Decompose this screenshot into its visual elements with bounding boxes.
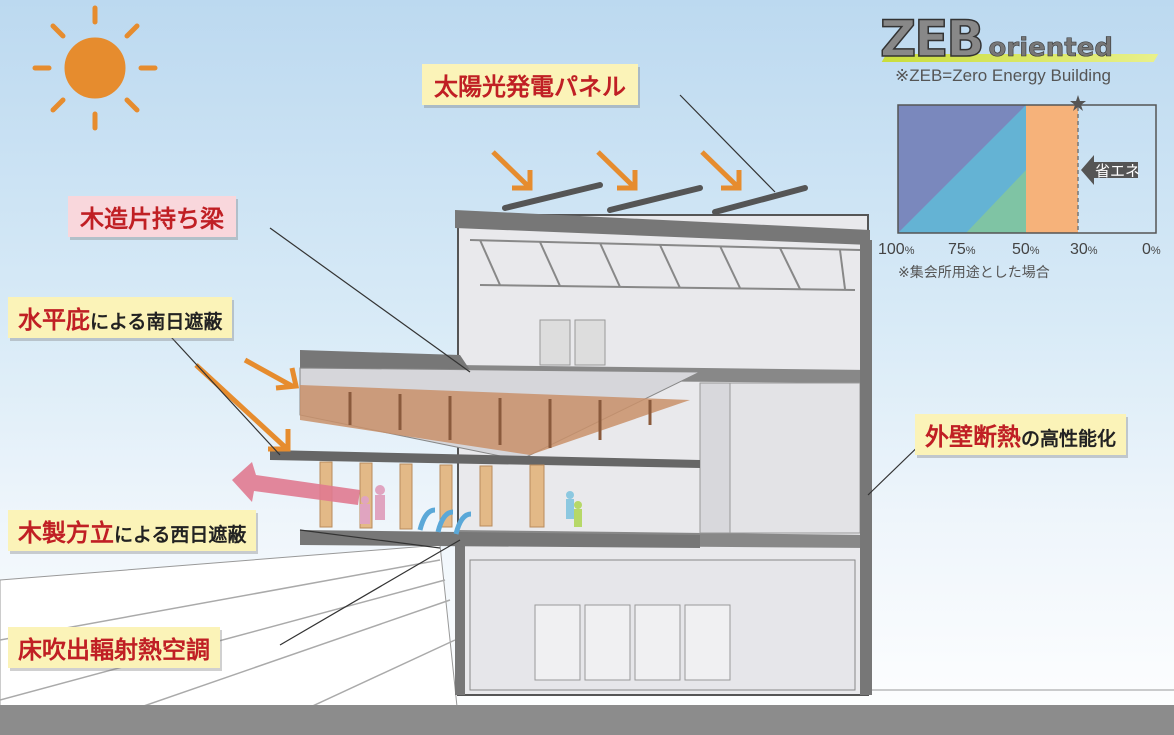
axis-label-100: 100% [878,241,914,259]
zeb-footnote: ※集会所用途とした場合 [898,262,1050,282]
energy-saving-label: 省エネ [1095,160,1140,181]
label-wooden-beam: 木造片持ち梁 [68,196,236,237]
zeb-definition-note: ※ZEB=Zero Energy Building [895,66,1111,86]
label-horizontal-eaves: 水平庇による南日遮蔽 [8,297,232,338]
axis-label-50: 50% [1012,241,1040,259]
label-wall-insulation: 外壁断熱の高性能化 [915,414,1126,455]
axis-label-75: 75% [948,241,976,259]
label-floor-radiant-ac: 床吹出輻射熱空調 [8,627,220,668]
zeb-title-main: ZEB [880,10,983,68]
label-wooden-louver: 木製方立による西日遮蔽 [8,510,256,551]
west-sun-arrow [232,462,360,505]
label-solar-panel: 太陽光発電パネル [422,64,638,105]
zeb-title-sub: oriented [989,33,1113,63]
axis-label-30: 30% [1070,241,1098,259]
axis-label-0: 0% [1142,241,1161,259]
sun-icon [35,8,155,128]
solar-panels [505,185,805,212]
